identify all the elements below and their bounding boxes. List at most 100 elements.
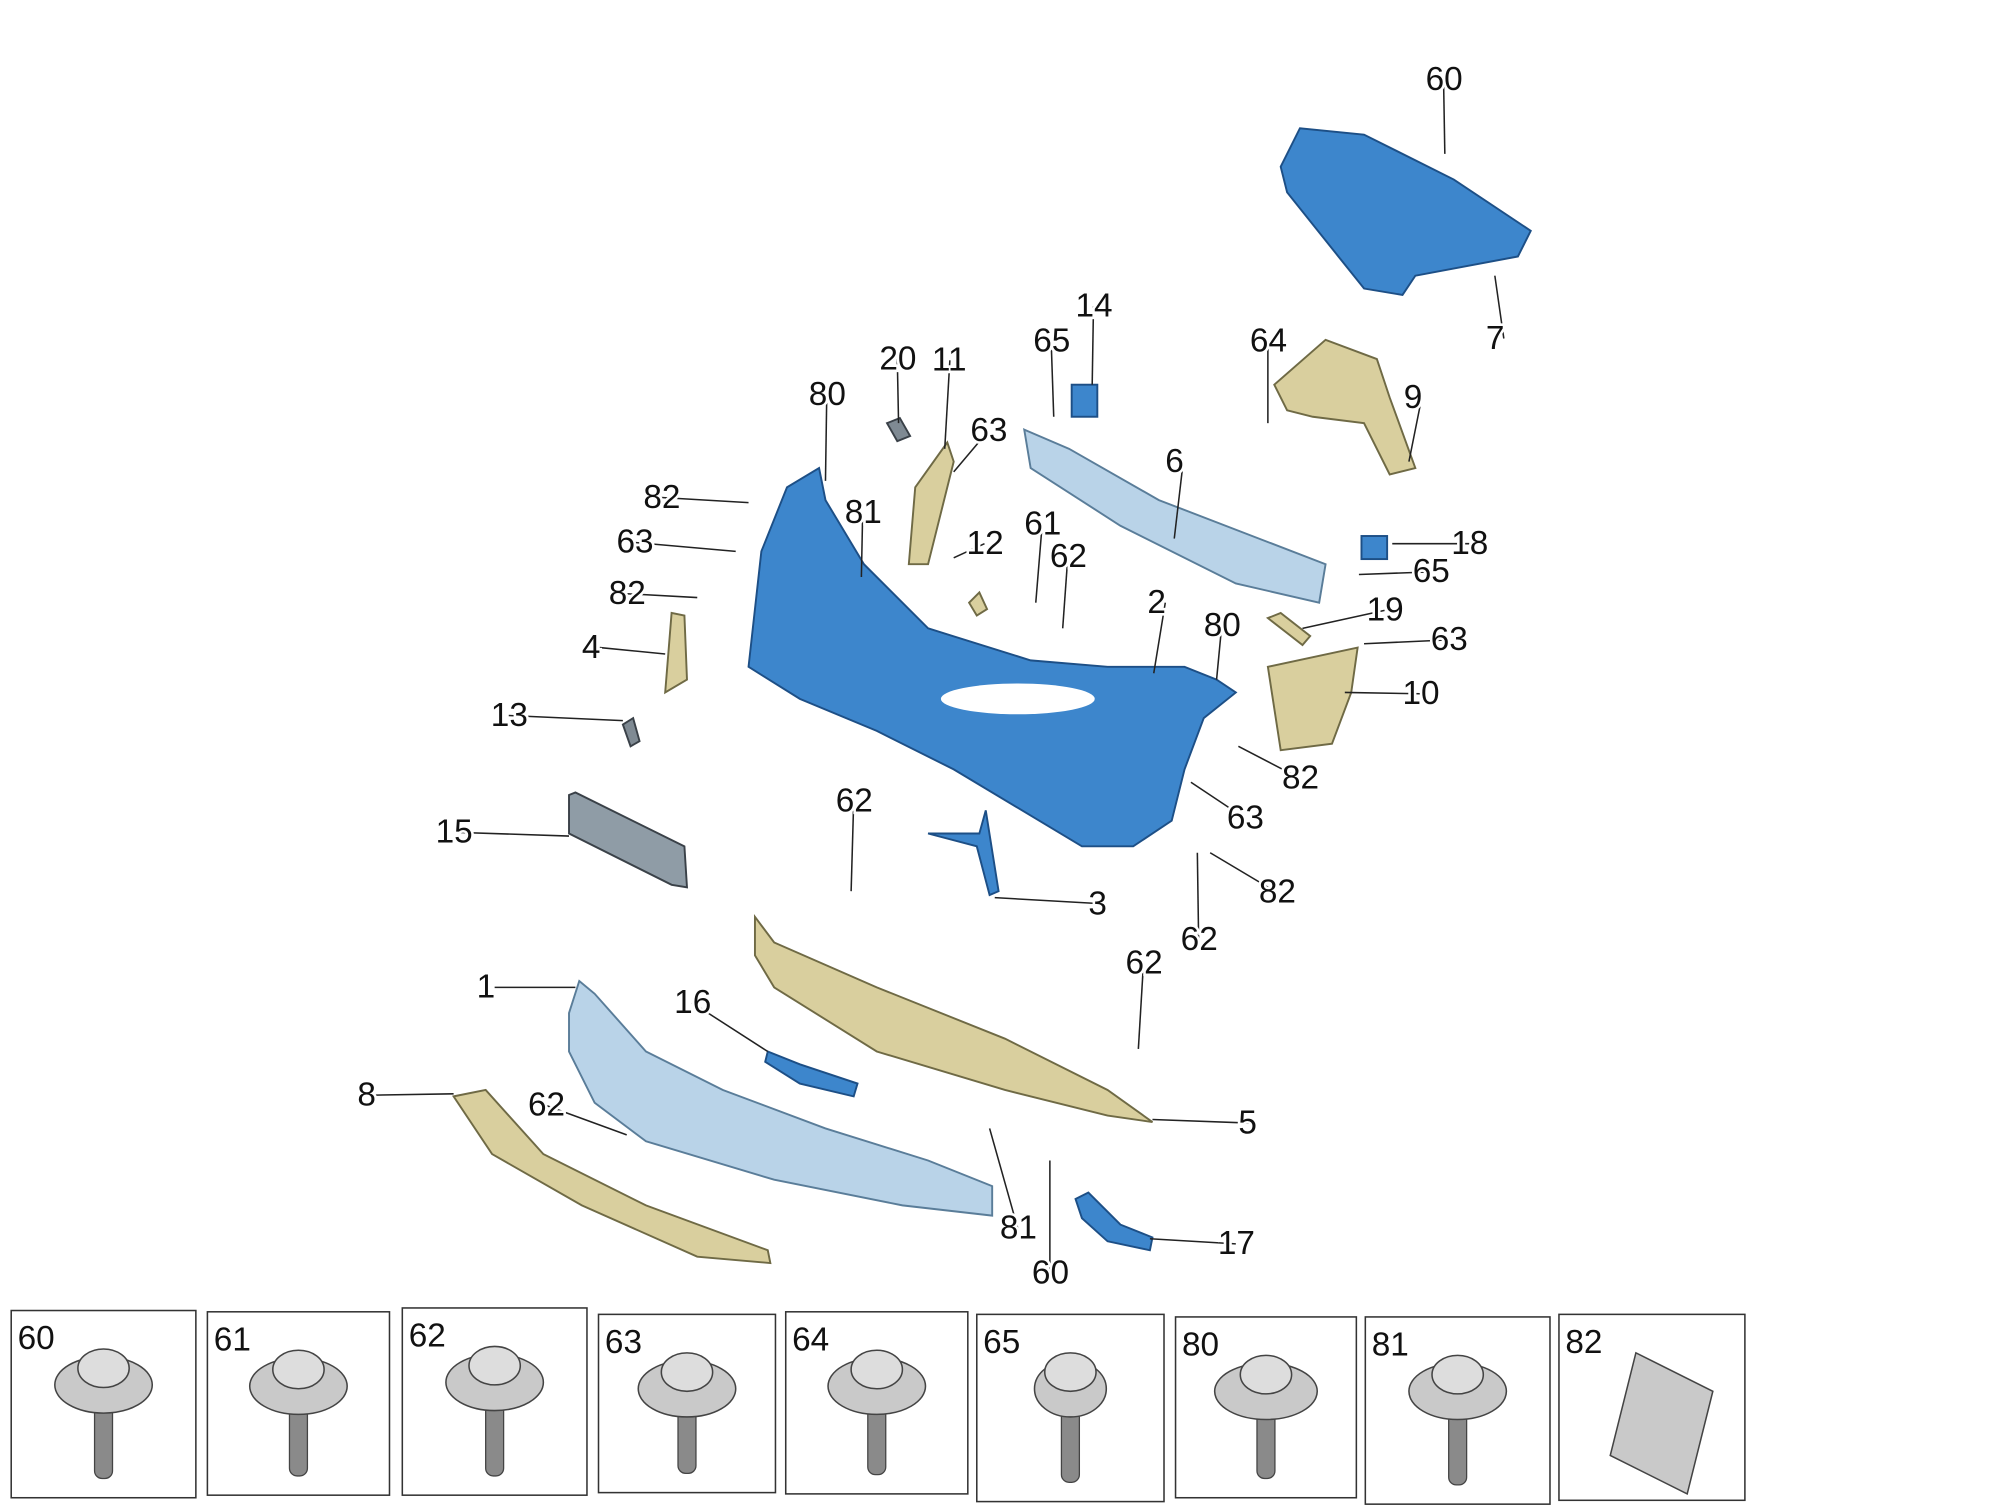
fastener-cap-icon [77, 1348, 130, 1389]
callout-label[interactable]: 60 [1029, 1252, 1071, 1294]
leader-line [994, 896, 1107, 905]
part-15-license-plate-holder[interactable] [568, 791, 689, 889]
leader-line [1149, 1237, 1236, 1245]
part-18-bracket[interactable] [1360, 535, 1389, 561]
leader-line [1152, 1118, 1257, 1125]
callout-label[interactable]: 63 [614, 521, 656, 563]
fastener-label: 80 [1182, 1326, 1219, 1363]
callout-label[interactable]: 82 [1279, 757, 1321, 799]
fastener-cap-icon [1239, 1354, 1293, 1395]
callout-label[interactable]: 14 [1073, 285, 1115, 327]
callout-label[interactable]: 82 [606, 572, 648, 614]
callout-label[interactable]: 63 [1224, 797, 1266, 839]
callout-label[interactable]: 62 [833, 780, 875, 822]
fastener-cap-icon [468, 1345, 522, 1386]
bumper-opening [940, 683, 1095, 715]
callout-label[interactable]: 64 [1247, 320, 1289, 362]
callout-label[interactable]: 18 [1449, 522, 1491, 564]
part-9-bracket[interactable] [1273, 338, 1417, 476]
callout-label[interactable]: 3 [1086, 883, 1110, 925]
leader-line [1173, 461, 1185, 539]
callout-label[interactable]: 7 [1483, 317, 1507, 359]
fastener-cap-icon [1043, 1352, 1097, 1393]
leader-line [1302, 609, 1385, 630]
leader-line [988, 1128, 1019, 1229]
fastener-65: 65 [976, 1313, 1165, 1503]
callout-label[interactable]: 19 [1364, 589, 1406, 631]
callout-label[interactable]: 1 [474, 966, 498, 1008]
callout-label[interactable]: 80 [806, 374, 848, 416]
callout-label[interactable]: 60 [1423, 58, 1465, 100]
callout-label[interactable]: 62 [525, 1084, 567, 1126]
callout-label[interactable]: 6 [1163, 440, 1187, 482]
leader-line [375, 1093, 454, 1096]
callout-label[interactable]: 16 [672, 981, 714, 1023]
part-19-clip[interactable] [1265, 611, 1312, 647]
part-10-bracket[interactable] [1266, 646, 1359, 752]
callout-label[interactable]: 8 [355, 1074, 379, 1116]
leader-line [1061, 556, 1069, 629]
callout-label[interactable]: 65 [1410, 551, 1452, 593]
callout-label[interactable]: 13 [488, 694, 530, 736]
fastener-cap-icon [1431, 1354, 1485, 1395]
leader-line [545, 1104, 627, 1136]
leader-line [1190, 781, 1246, 819]
part-1-lower-bumper[interactable] [568, 979, 994, 1217]
part-11-strip[interactable] [907, 440, 955, 566]
callout-label[interactable]: 62 [1047, 535, 1089, 577]
leader-line [508, 714, 623, 722]
callout-label[interactable]: 81 [842, 492, 884, 534]
fastener-cap-icon [850, 1349, 904, 1390]
part-13-clip[interactable] [621, 716, 641, 748]
fastener-label: 63 [605, 1324, 642, 1361]
callout-label[interactable]: 20 [877, 338, 919, 380]
part-2-bumper-cover[interactable] [747, 466, 1238, 848]
leader-line [1050, 341, 1055, 417]
part-12-clip[interactable] [967, 590, 989, 617]
callout-label[interactable]: 65 [1031, 320, 1073, 362]
callout-label[interactable]: 15 [433, 811, 475, 853]
callout-label[interactable]: 2 [1145, 581, 1169, 623]
part-16-trim[interactable] [764, 1050, 859, 1098]
fastener-cap-icon [660, 1352, 714, 1393]
callout-label[interactable]: 4 [579, 626, 603, 668]
leader-line [1152, 602, 1167, 674]
part-20-clip[interactable] [885, 416, 912, 443]
part-14-bracket[interactable] [1070, 383, 1099, 418]
callout-label[interactable]: 62 [1123, 942, 1165, 984]
callout-label[interactable]: 82 [1256, 871, 1298, 913]
callout-label[interactable]: 11 [929, 339, 969, 381]
callout-label[interactable]: 82 [641, 476, 683, 518]
fastener-label: 81 [1372, 1326, 1409, 1363]
fastener-82: 82 [1558, 1313, 1746, 1502]
callout-label[interactable]: 10 [1400, 672, 1442, 714]
leader-line [691, 1002, 769, 1053]
fastener-60: 60 [10, 1309, 197, 1499]
part-7-impact-absorber[interactable] [1279, 127, 1532, 296]
part-3-trim[interactable] [927, 810, 1000, 897]
part-6-foam-absorber[interactable] [1022, 427, 1327, 604]
leader-line [1035, 524, 1043, 603]
fastener-81: 81 [1364, 1316, 1551, 1505]
callout-label[interactable]: 80 [1201, 604, 1243, 646]
callout-label[interactable]: 9 [1401, 376, 1425, 418]
callout-label[interactable]: 63 [1428, 619, 1470, 661]
callout-label[interactable]: 81 [997, 1207, 1039, 1249]
fastener-63: 63 [597, 1313, 777, 1494]
leader-line [1196, 852, 1200, 940]
fastener-64: 64 [784, 1311, 969, 1495]
callout-label[interactable]: 5 [1236, 1102, 1260, 1144]
callout-label[interactable]: 62 [1178, 919, 1220, 961]
part-8-grille[interactable] [452, 1088, 772, 1265]
fastener-61: 61 [206, 1311, 391, 1496]
part-17-trim[interactable] [1074, 1191, 1154, 1252]
part-4-bracket[interactable] [664, 611, 688, 695]
callout-label[interactable]: 17 [1215, 1223, 1257, 1265]
callout-label[interactable]: 12 [964, 522, 1006, 564]
callout-label[interactable]: 63 [968, 410, 1010, 452]
leader-line [1358, 571, 1431, 576]
part-5-skid-plate[interactable] [753, 913, 1154, 1123]
callout-label[interactable]: 61 [1022, 503, 1064, 545]
